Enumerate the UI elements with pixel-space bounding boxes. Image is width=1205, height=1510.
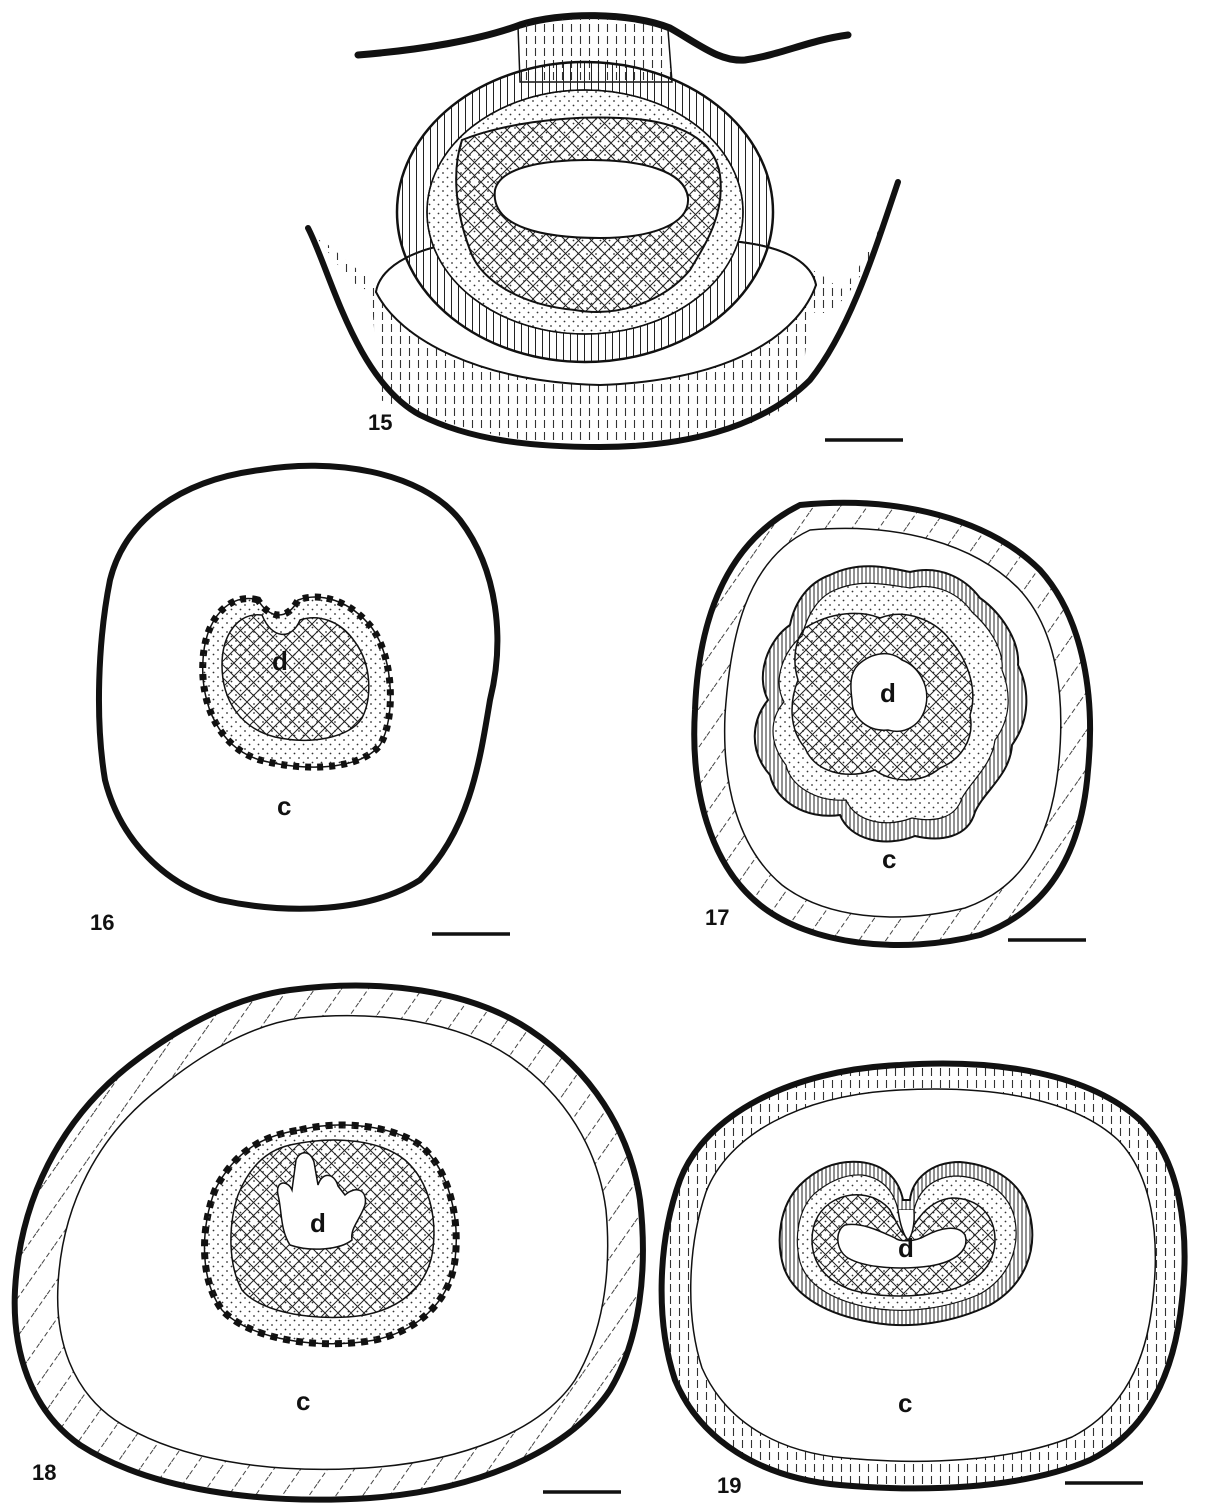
fig18-number: 18 <box>32 1460 56 1485</box>
figure-17: d c 17 <box>694 503 1090 945</box>
fig16-label-d: d <box>272 646 288 676</box>
fig17-label-c: c <box>882 844 896 874</box>
figure-16: d c 16 <box>90 466 510 935</box>
fig16-core <box>222 615 369 741</box>
fig19-number: 19 <box>717 1473 741 1498</box>
figure-19: d c 19 <box>662 1063 1185 1498</box>
fig16-label-c: c <box>277 791 291 821</box>
fig18-label-d: d <box>310 1208 326 1238</box>
fig15-number: 15 <box>368 410 392 435</box>
fig19-label-c: c <box>898 1388 912 1418</box>
fig16-number: 16 <box>90 910 114 935</box>
fig17-number: 17 <box>705 905 729 930</box>
fig19-label-d: d <box>898 1233 914 1263</box>
fig15-lumen <box>495 160 688 238</box>
figure-15: 15 <box>308 16 903 447</box>
figure-18: d c 18 <box>15 986 643 1500</box>
fig17-label-d: d <box>880 678 896 708</box>
fig18-label-c: c <box>296 1386 310 1416</box>
